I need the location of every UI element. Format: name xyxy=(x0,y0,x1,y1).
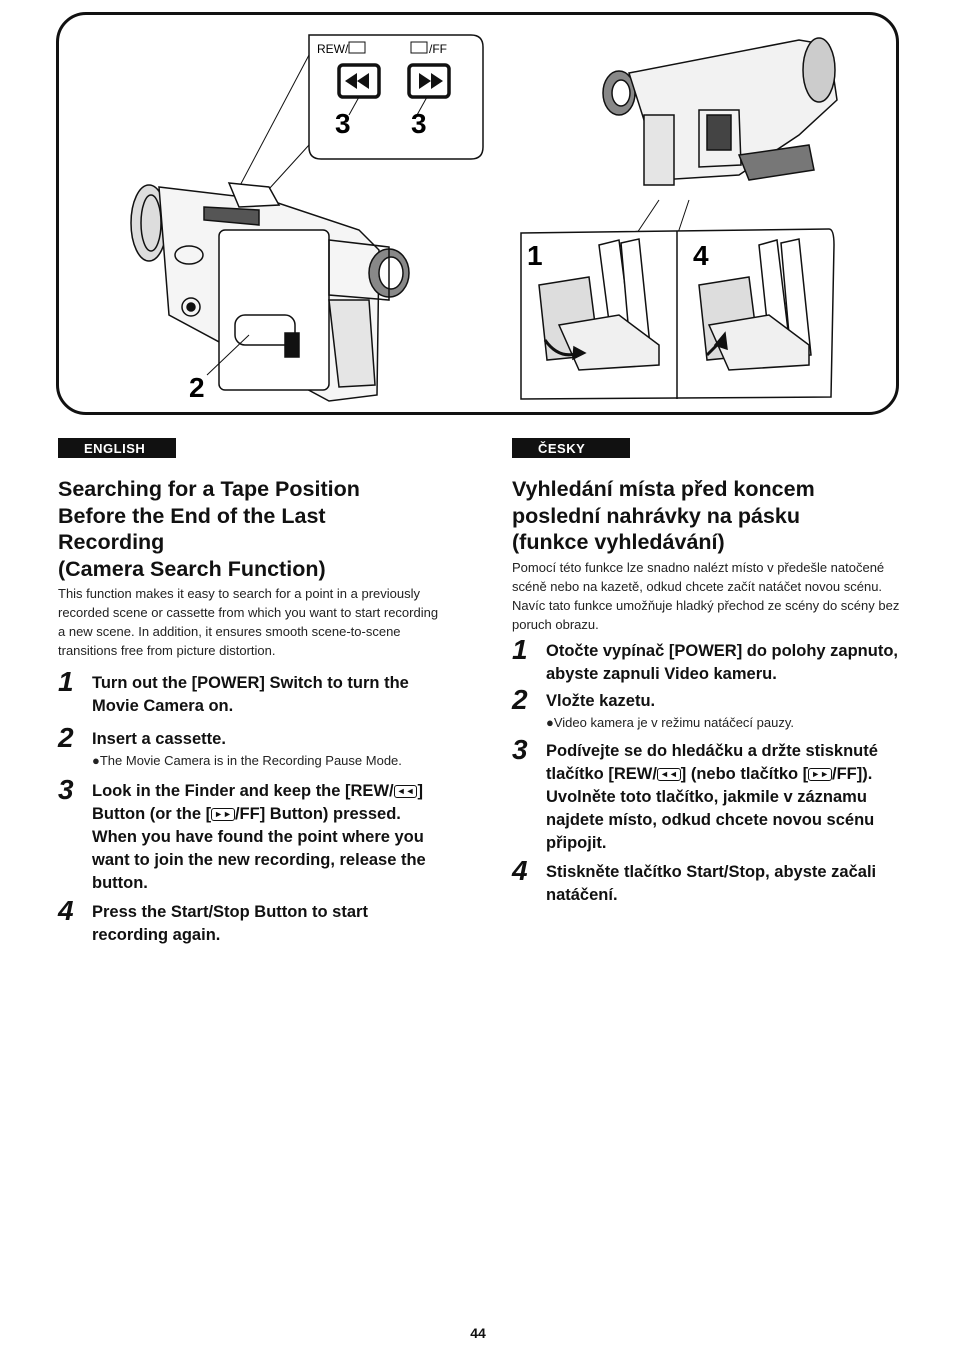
step-text: Press the Start/Stop Button to start rec… xyxy=(92,903,368,944)
callout-2: 2 xyxy=(189,372,205,403)
camcorder-right-drawing xyxy=(602,37,838,186)
callout-3-rew: 3 xyxy=(335,108,351,139)
step-text: Stiskněte tlačítko Start/Stop, abyste za… xyxy=(546,862,877,904)
ff-small-icon xyxy=(410,41,428,54)
step-number: 3 xyxy=(58,774,74,805)
czech-step-4: 4 Stiskněte tlačítko Start/Stop, abyste … xyxy=(512,856,902,907)
step-text: Turn out the [POWER] Switch to turn the … xyxy=(92,674,409,715)
english-column: ENGLISH Searching for a Tape Position Be… xyxy=(58,438,448,947)
step-text: Vložte kazetu. xyxy=(546,691,656,710)
czech-column: ČESKY Vyhledání místa před koncem posled… xyxy=(512,438,902,907)
rew-small-icon xyxy=(348,41,366,54)
english-heading-line-2: Before the End of the Last xyxy=(58,503,326,528)
step-text-part: /FF] Button) pressed. When you have foun… xyxy=(92,805,426,892)
camcorder-left-drawing xyxy=(130,182,410,402)
language-tab-czech: ČESKY xyxy=(512,438,630,458)
english-heading-line-4: (Camera Search Function) xyxy=(58,556,326,581)
camera-illustration: REW/ /FF 3 3 xyxy=(130,34,838,403)
step-number: 1 xyxy=(58,666,74,697)
step-note: ●Video kamera je v režimu natáčecí pauzy… xyxy=(546,714,794,730)
english-step-1: 1 Turn out the [POWER] Switch to turn th… xyxy=(58,668,448,718)
english-step-2: 2 Insert a cassette. ●The Movie Camera i… xyxy=(58,724,448,770)
czech-step-3: 3 Podívejte se do hledáčku a držte stisk… xyxy=(512,735,902,855)
step-text: Podívejte se do hledáčku a držte stisknu… xyxy=(546,740,902,855)
rew-icon: ◄◄ xyxy=(656,767,681,781)
step-text: Insert a cassette. xyxy=(92,730,226,748)
english-intro: This function makes it easy to search fo… xyxy=(58,586,439,658)
language-tab-english: ENGLISH xyxy=(58,438,176,458)
czech-intro: Pomocí této funkce lze snadno nalézt mís… xyxy=(512,559,900,632)
illustration-panel: REW/ /FF 3 3 xyxy=(56,12,899,415)
czech-heading-line-3: (funkce vyhledávání) xyxy=(512,530,725,554)
step-number: 2 xyxy=(512,683,528,715)
ff-label: /FF xyxy=(429,42,447,56)
english-heading: Searching for a Tape Position Before the… xyxy=(58,476,448,582)
callout-4: 4 xyxy=(693,240,709,271)
ff-icon: ►► xyxy=(211,808,235,821)
hand-inset-drawing xyxy=(520,228,835,400)
english-heading-line-1: Searching for a Tape Position xyxy=(58,477,360,501)
step-text-part: ] Button (or the [ xyxy=(92,782,423,823)
page-number: 44 xyxy=(470,1325,486,1341)
step-text: Look in the Finder and keep the [REW/◄◄]… xyxy=(92,780,448,895)
czech-step-2: 2 Vložte kazetu. ●Video kamera je v reži… xyxy=(512,685,902,732)
ff-icon: ►► xyxy=(808,767,833,781)
rew-icon: ◄◄ xyxy=(393,785,418,798)
czech-heading-line-1: Vyhledání místa před koncem xyxy=(512,477,815,501)
step-number: 1 xyxy=(512,633,528,665)
rew-label: REW/ xyxy=(317,42,349,56)
callout-3-ff: 3 xyxy=(411,108,427,139)
step-text-part: /FF]). Uvolněte toto tlačítko, jakmile v… xyxy=(546,764,875,852)
ff-button-icon xyxy=(407,63,451,99)
english-heading-line-3: Recording xyxy=(58,530,165,554)
czech-step-1: 1 Otočte vypínač [POWER] do polohy zapnu… xyxy=(512,635,902,686)
step-number: 4 xyxy=(58,895,74,926)
step-number: 3 xyxy=(512,733,528,765)
step-text-part: Look in the Finder and keep the [REW/ xyxy=(92,782,394,800)
english-step-3: 3 Look in the Finder and keep the [REW/◄… xyxy=(58,776,448,895)
step-number: 4 xyxy=(512,854,528,886)
step-number: 2 xyxy=(58,722,74,753)
czech-heading: Vyhledání místa před koncem poslední nah… xyxy=(512,476,902,556)
step-text-part: Podívejte se do hledáčku a držte stisknu… xyxy=(546,741,878,783)
step-text-part: ] (nebo tlačítko [ xyxy=(680,764,809,783)
step-note: ●The Movie Camera is in the Recording Pa… xyxy=(92,753,402,768)
callout-1: 1 xyxy=(527,240,543,271)
english-step-4: 4 Press the Start/Stop Button to start r… xyxy=(58,897,448,947)
czech-heading-line-2: poslední nahrávky na pásku xyxy=(512,503,800,528)
step-text: Otočte vypínač [POWER] do polohy zapnuto… xyxy=(546,641,899,683)
